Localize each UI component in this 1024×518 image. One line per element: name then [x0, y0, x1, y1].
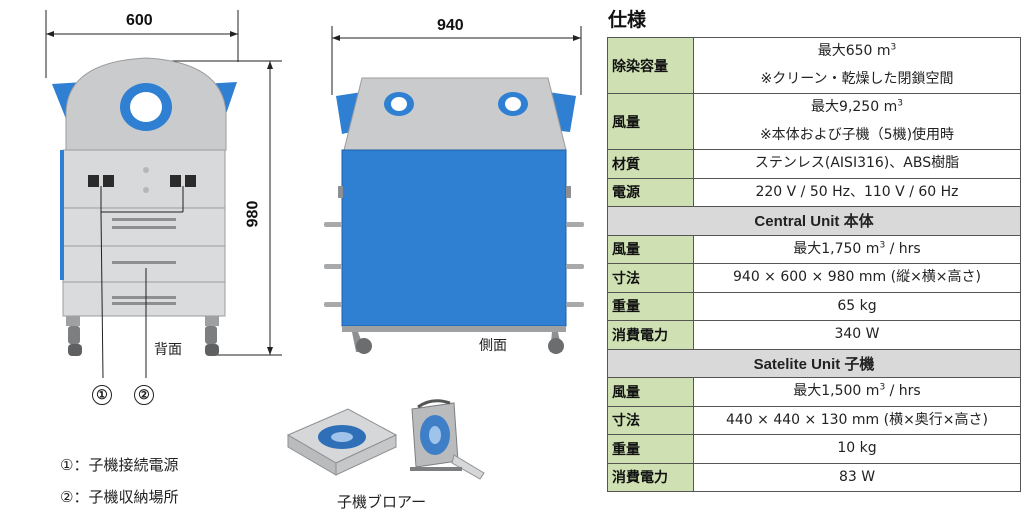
- spec-label: 寸法: [607, 405, 694, 435]
- spec-row: 材質 ステンレス(AISI316)、ABS樹脂: [607, 149, 1021, 179]
- spec-label: 消費電力: [607, 462, 694, 492]
- spec-value: 最大1,750 m3 / hrs: [693, 234, 1021, 264]
- spec-row: 風量最大9,250 m3※本体および子機（5機)使用時: [607, 93, 1021, 150]
- spec-value-text: ステンレス(AISI316)、ABS樹脂: [754, 155, 960, 171]
- spec-value-superscript: 3: [890, 42, 897, 53]
- spec-label: 重量: [607, 291, 694, 321]
- spec-value-text: 220 V / 50 Hz、110 V / 60 Hz: [755, 183, 959, 200]
- spec-value-line: 440 × 440 × 130 mm (横×奥行×高さ): [698, 407, 1016, 435]
- spec-label: 風量: [607, 93, 694, 150]
- spec-value-line: 220 V / 50 Hz、110 V / 60 Hz: [698, 179, 1016, 207]
- spec-row: 寸法 940 × 600 × 980 mm (縦×横×高さ): [607, 263, 1021, 293]
- spec-value-line: 最大9,250 m3: [698, 94, 1016, 122]
- spec-section-header: Central Unit 本体: [607, 206, 1021, 236]
- spec-value-line: 最大650 m3: [698, 38, 1016, 66]
- spec-value-suffix: / hrs: [885, 240, 921, 257]
- spec-value-text: 340 W: [834, 326, 880, 342]
- marker-2: ②: [134, 385, 154, 405]
- spec-value-text: 最大9,250 m: [811, 99, 898, 115]
- spec-label: 風量: [607, 234, 694, 264]
- spec-value-line: 65 kg: [698, 293, 1016, 321]
- dimension-width-back: 600: [126, 12, 153, 29]
- spec-table-body: 除染容量最大650 m3※クリーン・乾燥した閉鎖空間風量最大9,250 m3※本…: [607, 37, 1021, 492]
- spec-value-line: ※クリーン・乾燥した閉鎖空間: [698, 66, 1016, 94]
- spec-section-row: Satelite Unit 子機: [607, 348, 1021, 378]
- satellite-blower-drawing: [286, 399, 485, 480]
- spec-label: 材質: [607, 149, 694, 179]
- spec-value-text: 940 × 600 × 980 mm (縦×横×高さ): [733, 269, 981, 285]
- spec-label: 風量: [607, 377, 694, 407]
- spec-value-text: 最大1,500 m: [793, 383, 880, 399]
- blower-caption: 子機ブロアー: [337, 493, 427, 511]
- spec-value-superscript: 3: [879, 382, 886, 393]
- legend-item-2: ②：子機収納場所: [60, 488, 179, 506]
- spec-value-suffix: / hrs: [885, 383, 921, 399]
- spec-value-line: 最大1,750 m3 / hrs: [698, 236, 1016, 264]
- spec-value: 340 W: [693, 320, 1021, 350]
- spec-value: ステンレス(AISI316)、ABS樹脂: [693, 149, 1021, 179]
- spec-value-text: 最大650 m: [817, 43, 891, 59]
- spec-value: 220 V / 50 Hz、110 V / 60 Hz: [693, 177, 1021, 207]
- back-view-drawing: [45, 10, 282, 379]
- side-view-drawing: [324, 26, 584, 354]
- spec-value-text: 83 W: [838, 468, 876, 485]
- spec-value: 最大9,250 m3 ※本体および子機（5機)使用時: [693, 93, 1021, 150]
- spec-row: 重量 10 kg: [607, 434, 1021, 464]
- spec-value-text: 65 kg: [837, 297, 877, 314]
- spec-section-header: Satelite Unit 子機: [607, 348, 1021, 378]
- spec-value: 65 kg: [693, 291, 1021, 321]
- spec-row: 重量 65 kg: [607, 291, 1021, 321]
- spec-row: 消費電力 83 W: [607, 462, 1021, 492]
- marker-1: ①: [92, 385, 112, 405]
- spec-value-text: ※クリーン・乾燥した閉鎖空間: [760, 70, 954, 87]
- spec-value: 最大650 m3 ※クリーン・乾燥した閉鎖空間: [693, 37, 1021, 94]
- legend-item-1: ①：子機接続電源: [60, 456, 179, 474]
- spec-section-row: Central Unit 本体: [607, 206, 1021, 236]
- spec-value-text: ※本体および子機（5機)使用時: [759, 126, 955, 143]
- back-view-caption: 背面: [154, 342, 182, 358]
- spec-value-line: 340 W: [698, 321, 1016, 349]
- spec-value-superscript: 3: [879, 239, 886, 250]
- side-view-caption: 側面: [479, 338, 507, 354]
- dimension-height: 980: [244, 200, 262, 228]
- spec-row: 風量最大1,500 m3 / hrs: [607, 377, 1021, 407]
- spec-value-text: 最大1,750 m: [793, 240, 880, 257]
- spec-value: 10 kg: [693, 434, 1021, 464]
- spec-row: 風量最大1,750 m3 / hrs: [607, 234, 1021, 264]
- spec-value-line: 83 W: [698, 464, 1016, 492]
- spec-value-text: 10 kg: [837, 440, 877, 456]
- dimension-width-side: 940: [437, 17, 464, 34]
- spec-label: 除染容量: [607, 37, 694, 94]
- spec-value-superscript: 3: [897, 98, 903, 109]
- spec-value: 83 W: [693, 462, 1021, 492]
- spec-value: 最大1,500 m3 / hrs: [693, 377, 1021, 407]
- spec-row: 消費電力 340 W: [607, 320, 1021, 350]
- spec-value-line: ※本体および子機（5機)使用時: [698, 122, 1016, 150]
- spec-row: 除染容量最大650 m3※クリーン・乾燥した閉鎖空間: [607, 37, 1021, 94]
- spec-title: 仕様: [608, 9, 647, 31]
- spec-value-line: 940 × 600 × 980 mm (縦×横×高さ): [698, 264, 1016, 292]
- spec-row: 寸法 440 × 440 × 130 mm (横×奥行×高さ): [607, 405, 1021, 435]
- spec-value-line: 最大1,500 m3 / hrs: [698, 378, 1016, 406]
- spec-value-line: ステンレス(AISI316)、ABS樹脂: [698, 150, 1016, 178]
- spec-table: 除染容量最大650 m3※クリーン・乾燥した閉鎖空間風量最大9,250 m3※本…: [607, 37, 1021, 492]
- spec-label: 重量: [607, 434, 694, 464]
- spec-label: 電源: [607, 177, 694, 207]
- spec-value: 440 × 440 × 130 mm (横×奥行×高さ): [693, 405, 1021, 435]
- spec-value: 940 × 600 × 980 mm (縦×横×高さ): [693, 263, 1021, 293]
- spec-value-line: 10 kg: [698, 435, 1016, 463]
- spec-label: 消費電力: [607, 320, 694, 350]
- spec-row: 電源 220 V / 50 Hz、110 V / 60 Hz: [607, 177, 1021, 207]
- spec-label: 寸法: [607, 263, 694, 293]
- spec-value-text: 440 × 440 × 130 mm (横×奥行×高さ): [726, 411, 988, 428]
